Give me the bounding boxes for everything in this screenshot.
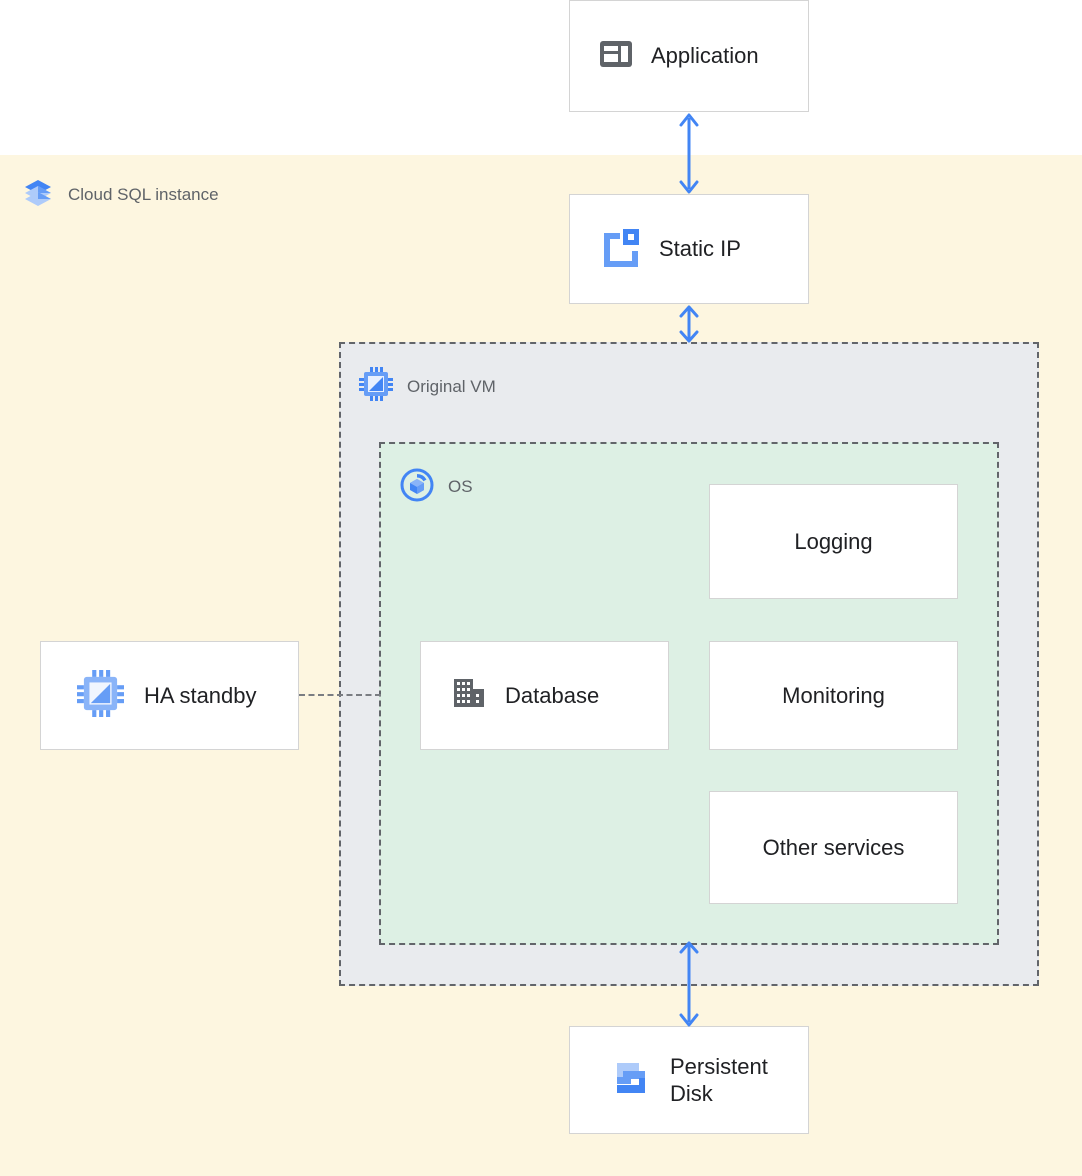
node-monitoring[interactable]: Monitoring: [709, 641, 958, 750]
cloud-sql-instance-label: Cloud SQL instance: [68, 185, 219, 204]
os-label-group: OS: [400, 468, 473, 507]
cpu-chip-icon: [359, 367, 393, 406]
node-logging-label: Logging: [794, 528, 873, 554]
cloud-sql-icon: [22, 177, 54, 214]
node-application-label: Application: [651, 43, 759, 69]
node-ha-standby-label: HA standby: [144, 682, 257, 708]
database-building-icon: [451, 675, 487, 716]
node-database[interactable]: Database: [420, 641, 669, 750]
persistent-disk-icon: [612, 1059, 650, 1102]
node-persistent-disk-label-line2: Disk: [670, 1081, 713, 1106]
node-logging[interactable]: Logging: [709, 484, 958, 599]
original-vm-label: Original VM: [407, 376, 496, 396]
node-static-ip[interactable]: Static IP: [569, 194, 809, 304]
connector-ha-standby-to-original-vm: [299, 694, 381, 696]
connector-static-ip-to-original-vm: [669, 304, 709, 344]
node-application[interactable]: Application: [569, 0, 809, 112]
connector-os-to-persistent-disk: [669, 940, 709, 1028]
os-label: OS: [448, 477, 473, 496]
node-other-services-label: Other services: [762, 834, 905, 860]
cpu-chip-icon: [77, 669, 124, 722]
node-monitoring-label: Monitoring: [782, 682, 885, 708]
application-window-icon: [599, 37, 633, 76]
original-vm-label-group: Original VM: [359, 367, 496, 406]
cloud-sql-instance-label-group: Cloud SQL instance: [22, 176, 219, 214]
node-ha-standby[interactable]: HA standby: [40, 641, 299, 750]
os-circle-icon: [400, 468, 434, 507]
static-ip-icon: [599, 225, 643, 274]
node-other-services[interactable]: Other services: [709, 791, 958, 904]
node-static-ip-label: Static IP: [659, 236, 741, 262]
connector-application-to-static-ip: [669, 112, 709, 195]
node-persistent-disk-label-line1: Persistent: [670, 1053, 768, 1079]
node-database-label: Database: [505, 682, 600, 708]
